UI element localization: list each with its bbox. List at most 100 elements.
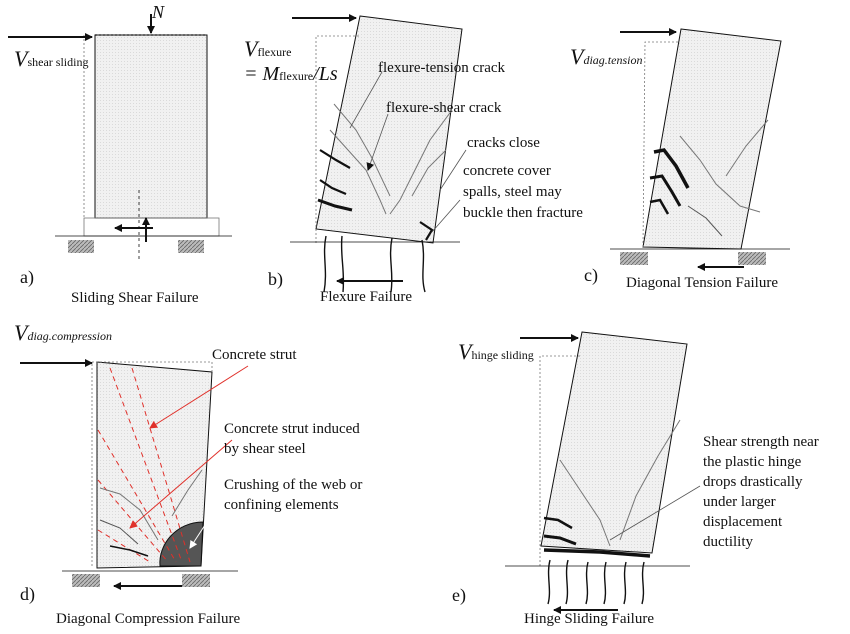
- v-symbol-a: V: [14, 46, 28, 71]
- rebar-b1: [323, 235, 327, 293]
- axial-label-a: N: [152, 2, 165, 22]
- original-outline-e: [539, 355, 582, 566]
- crack-b5: [333, 103, 391, 197]
- note-l2-e: the plastic hinge: [703, 454, 802, 470]
- note-close-b: cracks close: [467, 135, 540, 151]
- equation-prefix-b: = M: [244, 63, 280, 85]
- panel-b-drawing: [290, 14, 467, 293]
- support-left-c: [620, 252, 648, 265]
- note-strut-d: Concrete strut: [212, 347, 297, 363]
- crack-d1: [99, 487, 159, 541]
- caption-e: Hinge Sliding Failure: [524, 611, 654, 627]
- caption-d: Diagonal Compression Failure: [56, 611, 241, 627]
- original-outline-d: [91, 361, 213, 566]
- leader-shear-b: [366, 113, 389, 171]
- crack-e3: [543, 548, 651, 558]
- leader-crush-d: [189, 501, 221, 549]
- panel-letter-d: d): [20, 584, 35, 604]
- v-symbol-c: V: [570, 44, 584, 69]
- strut-d5: [97, 529, 151, 563]
- strut-d3: [97, 429, 177, 563]
- caption-a: Sliding Shear Failure: [71, 290, 199, 306]
- panel-d-drawing: [20, 359, 249, 590]
- equation-subscript-b: flexure: [279, 69, 314, 83]
- v-subscript-e: hinge sliding: [471, 348, 534, 362]
- note-shear-b: flexure-shear crack: [386, 100, 502, 116]
- rebar-e2: [565, 559, 569, 605]
- v-label-a: Vshear sliding: [14, 48, 88, 70]
- v-label-d: Vdiag.compression: [14, 322, 112, 344]
- v-subscript-c: diag.tension: [583, 53, 643, 67]
- crack-b2: [319, 179, 347, 196]
- v-label-e: Vhinge sliding: [458, 341, 534, 363]
- panel-letter-a: a): [20, 267, 34, 287]
- crack-e5: [619, 419, 681, 541]
- wall-e: [540, 331, 688, 554]
- caption-b: Flexure Failure: [320, 289, 413, 305]
- support-right-a: [178, 240, 204, 253]
- support-left-a: [68, 240, 94, 253]
- leader-hinge-e: [609, 485, 701, 541]
- equation-b: = Mflexure/Ls: [244, 64, 338, 84]
- note-strut-shear-1-d: Concrete strut induced: [224, 421, 360, 437]
- note-l3-e: drops drastically: [703, 474, 803, 490]
- panel-a-drawing: [8, 14, 232, 262]
- crack-b6: [389, 109, 453, 215]
- note-strut-shear-2-d: by shear steel: [224, 441, 306, 457]
- crack-c6: [725, 119, 769, 177]
- crack-b7: [411, 149, 447, 197]
- strut-d1: [109, 367, 183, 563]
- note-tension-b: flexure-tension crack: [378, 60, 506, 76]
- strut-d2: [131, 367, 191, 563]
- note-l6-e: ductility: [703, 534, 753, 550]
- v-label-b: Vflexure: [244, 38, 291, 60]
- original-outline-c: [642, 41, 678, 248]
- panel-letter-b: b): [268, 269, 283, 289]
- crack-e2: [543, 534, 577, 546]
- crack-c2: [649, 174, 682, 207]
- crack-c5: [687, 205, 723, 237]
- equation-suffix-b: /Ls: [313, 63, 338, 85]
- crack-d3: [109, 545, 149, 557]
- crack-b3: [317, 198, 353, 212]
- v-label-c: Vdiag.tension: [570, 46, 642, 68]
- rebar-b2: [340, 235, 345, 293]
- note-spall-3-b: buckle then fracture: [463, 205, 583, 221]
- support-right-c: [738, 252, 766, 265]
- crush-zone-d: [159, 521, 204, 567]
- crack-b1: [319, 149, 351, 169]
- rebar-e6: [641, 561, 645, 605]
- v-subscript-a: shear sliding: [27, 55, 89, 69]
- rebar-e5: [623, 561, 627, 605]
- original-outline-b: [315, 35, 360, 243]
- wall-b: [315, 15, 463, 244]
- wall-a: [94, 34, 208, 219]
- crack-d4: [171, 469, 203, 517]
- crack-e4: [559, 459, 611, 547]
- rebar-e4: [603, 561, 607, 605]
- leader-strut-shear-d: [129, 439, 233, 529]
- wall-c: [642, 28, 782, 250]
- panel-letter-e: e): [452, 585, 466, 605]
- crack-b4: [329, 129, 387, 215]
- crack-e1: [543, 516, 573, 530]
- spall-b: [419, 221, 434, 241]
- panel-c-drawing: [610, 28, 790, 271]
- note-l1-e: Shear strength near: [703, 434, 819, 450]
- v-subscript-d: diag.compression: [27, 329, 113, 343]
- leader-tension-b: [349, 71, 383, 129]
- caption-c: Diagonal Tension Failure: [626, 275, 778, 291]
- leader-close-b: [439, 149, 467, 191]
- leader-spall-b: [431, 199, 461, 233]
- note-crush-2-d: confining elements: [224, 497, 339, 513]
- rebar-b4: [421, 239, 426, 293]
- note-spall-2-b: spalls, steel may: [463, 184, 562, 200]
- v-symbol-b: V: [244, 36, 258, 61]
- note-spall-1-b: concrete cover: [463, 163, 551, 179]
- note-l5-e: displacement: [703, 514, 783, 530]
- v-symbol-d: V: [14, 320, 28, 345]
- panel-letter-c: c): [584, 265, 598, 285]
- rebar-e3: [585, 561, 589, 605]
- v-symbol-e: V: [458, 339, 472, 364]
